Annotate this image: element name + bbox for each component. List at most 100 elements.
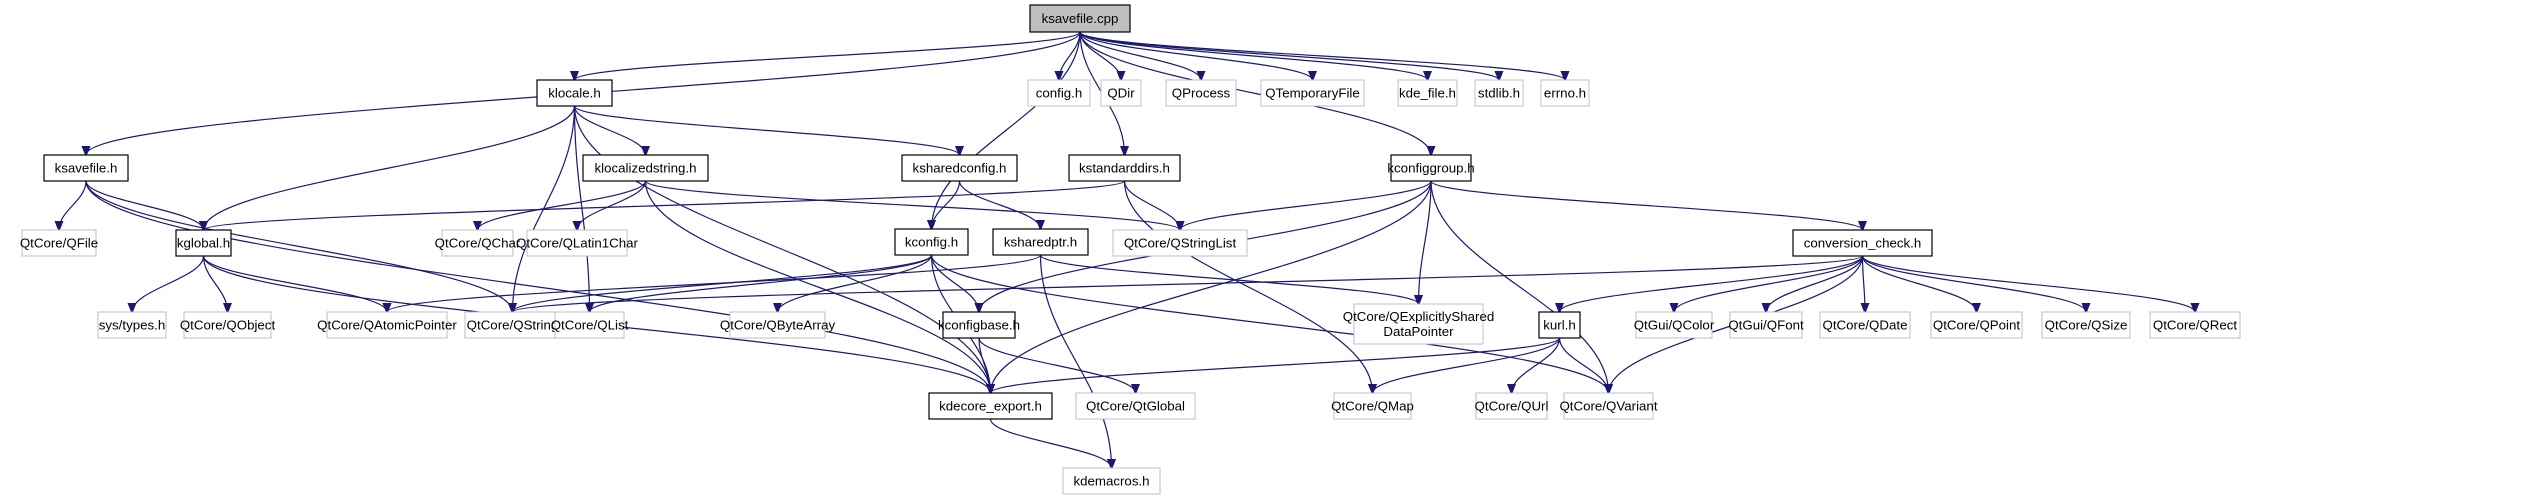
node-label: stdlib.h	[1478, 86, 1520, 101]
node-QStringList: QtCore/QStringList	[1112, 229, 1248, 257]
node-sys-types-h: sys/types.h	[97, 311, 167, 339]
node-label: QtCore/QPoint	[1933, 318, 2021, 333]
edge-ksavefile_cpp-to-QTemporaryFile	[1079, 31, 1313, 80]
node-QDate: QtCore/QDate	[1819, 311, 1911, 339]
node-kstandarddirs-h[interactable]: kstandarddirs.h	[1068, 154, 1181, 182]
node-label: kurl.h	[1543, 318, 1576, 333]
node-box	[901, 154, 1018, 182]
edge-kconfig_h-to-QVariant	[930, 254, 1609, 393]
edge-kconfig_h-to-QByteArray	[778, 254, 933, 312]
node-label: DataPointer	[1383, 324, 1454, 339]
node-config-h: config.h	[1027, 79, 1091, 107]
node-box	[1930, 311, 2023, 339]
node-kde-file-h: kde_file.h	[1397, 79, 1458, 107]
node-box	[1792, 229, 1933, 257]
node-label: QtCore/QString	[467, 318, 559, 333]
node-label: QtCore/QUrl	[1475, 399, 1549, 414]
node-QObject: QtCore/QObject	[180, 311, 276, 339]
edge-kurl_h-to-QVariant	[1558, 337, 1609, 393]
node-QRect: QtCore/QRect	[2149, 311, 2241, 339]
node-box	[175, 229, 232, 257]
node-box	[1353, 303, 1484, 345]
node-box	[1563, 392, 1654, 420]
edge-ksavefile_cpp-to-errno_h	[1079, 31, 1565, 80]
node-conversion-check-h[interactable]: conversion_check.h	[1792, 229, 1933, 257]
node-QtGlobal: QtCore/QtGlobal	[1075, 392, 1196, 420]
edge-klocale_h-to-klocalizedstring_h	[573, 105, 646, 155]
edge-ksavefile_cpp-to-QProcess	[1079, 31, 1201, 80]
node-ksharedptr-h[interactable]: ksharedptr.h	[992, 228, 1089, 256]
node-label: ksavefile.cpp	[1042, 11, 1119, 26]
node-kdecore-export-h[interactable]: kdecore_export.h	[928, 392, 1053, 420]
edge-kconfiggroup_h-to-conversion_check_h	[1430, 180, 1863, 230]
node-box	[2041, 311, 2131, 339]
node-box	[1397, 79, 1458, 107]
node-label: kdemacros.h	[1073, 474, 1149, 489]
node-box	[1029, 4, 1131, 33]
node-box	[2149, 311, 2241, 339]
edge-klocale_h-to-kglobal_h	[204, 105, 576, 230]
node-QVariant: QtCore/QVariant	[1559, 392, 1658, 420]
node-ksharedconfig-h[interactable]: ksharedconfig.h	[901, 154, 1018, 182]
edge-conversion_check_h-to-QRect	[1861, 255, 2196, 312]
node-stdlib-h: stdlib.h	[1474, 79, 1524, 107]
node-kconfig-h[interactable]: kconfig.h	[894, 228, 969, 256]
node-kglobal-h[interactable]: kglobal.h	[175, 229, 232, 257]
node-QList: QtCore/QList	[551, 311, 629, 339]
node-QDir: QDir	[1100, 79, 1142, 107]
node-label: QtCore/QAtomicPointer	[317, 318, 457, 333]
node-box	[1390, 154, 1472, 182]
edge-kconfiggroup_h-to-QStringList	[1180, 180, 1432, 230]
node-label: QtCore/QDate	[1823, 318, 1908, 333]
node-box	[1729, 311, 1803, 339]
node-ksavefile-cpp[interactable]: ksavefile.cpp	[1029, 4, 1131, 33]
node-QSize: QtCore/QSize	[2041, 311, 2131, 339]
edge-ksavefile_h-to-QFile	[59, 180, 87, 230]
edge-ksharedconfig_h-to-kconfig_h	[932, 180, 961, 229]
node-label: QtCore/QExplicitlyShared	[1343, 309, 1495, 324]
node-label: QtCore/QSize	[2045, 318, 2128, 333]
node-QPoint: QtCore/QPoint	[1930, 311, 2023, 339]
node-label: ksharedconfig.h	[913, 161, 1007, 176]
edge-klocalizedstring_h-to-QStringList	[644, 180, 1181, 230]
node-kconfigbase-h[interactable]: kconfigbase.h	[938, 311, 1020, 339]
node-label: kdecore_export.h	[939, 399, 1042, 414]
node-box	[729, 311, 826, 339]
edge-kconfiggroup_h-to-kdecore_export_h	[991, 180, 1432, 393]
node-label: kde_file.h	[1399, 86, 1456, 101]
node-box	[43, 154, 129, 182]
node-QUrl: QtCore/QUrl	[1475, 392, 1549, 420]
node-label: kstandarddirs.h	[1079, 161, 1170, 176]
node-klocale-h[interactable]: klocale.h	[536, 79, 613, 107]
node-kconfiggroup-h[interactable]: kconfiggroup.h	[1387, 154, 1475, 182]
edges-layer	[59, 31, 2196, 468]
node-label: ksavefile.h	[55, 161, 118, 176]
edge-kurl_h-to-kdecore_export_h	[991, 337, 1561, 393]
node-box	[536, 79, 613, 107]
edge-kurl_h-to-QUrl	[1512, 337, 1561, 393]
node-QString: QtCore/QString	[464, 311, 561, 339]
node-label: kconfigbase.h	[938, 318, 1020, 333]
node-label: conversion_check.h	[1804, 236, 1922, 251]
edge-ksavefile_h-to-kglobal_h	[85, 180, 204, 230]
node-box	[1075, 392, 1196, 420]
node-klocalizedstring-h[interactable]: klocalizedstring.h	[582, 154, 709, 182]
node-kurl-h[interactable]: kurl.h	[1538, 311, 1581, 339]
node-box	[942, 311, 1016, 339]
node-label: QtCore/QObject	[180, 318, 276, 333]
edge-kglobal_h-to-QObject	[202, 255, 228, 312]
node-box	[1635, 311, 1713, 339]
node-box	[441, 229, 514, 257]
node-box	[894, 228, 969, 256]
node-box	[1474, 79, 1524, 107]
node-box	[1475, 392, 1548, 420]
node-label: QDir	[1107, 86, 1135, 101]
node-label: QtCore/QtGlobal	[1086, 399, 1185, 414]
node-label: QtCore/QStringList	[1124, 236, 1237, 251]
node-QProcess: QProcess	[1165, 79, 1237, 107]
edge-ksharedptr_h-to-QExplicitlySharedDataPointer	[1039, 254, 1419, 304]
node-ksavefile-h[interactable]: ksavefile.h	[43, 154, 129, 182]
node-box	[21, 229, 97, 257]
node-box	[582, 154, 709, 182]
